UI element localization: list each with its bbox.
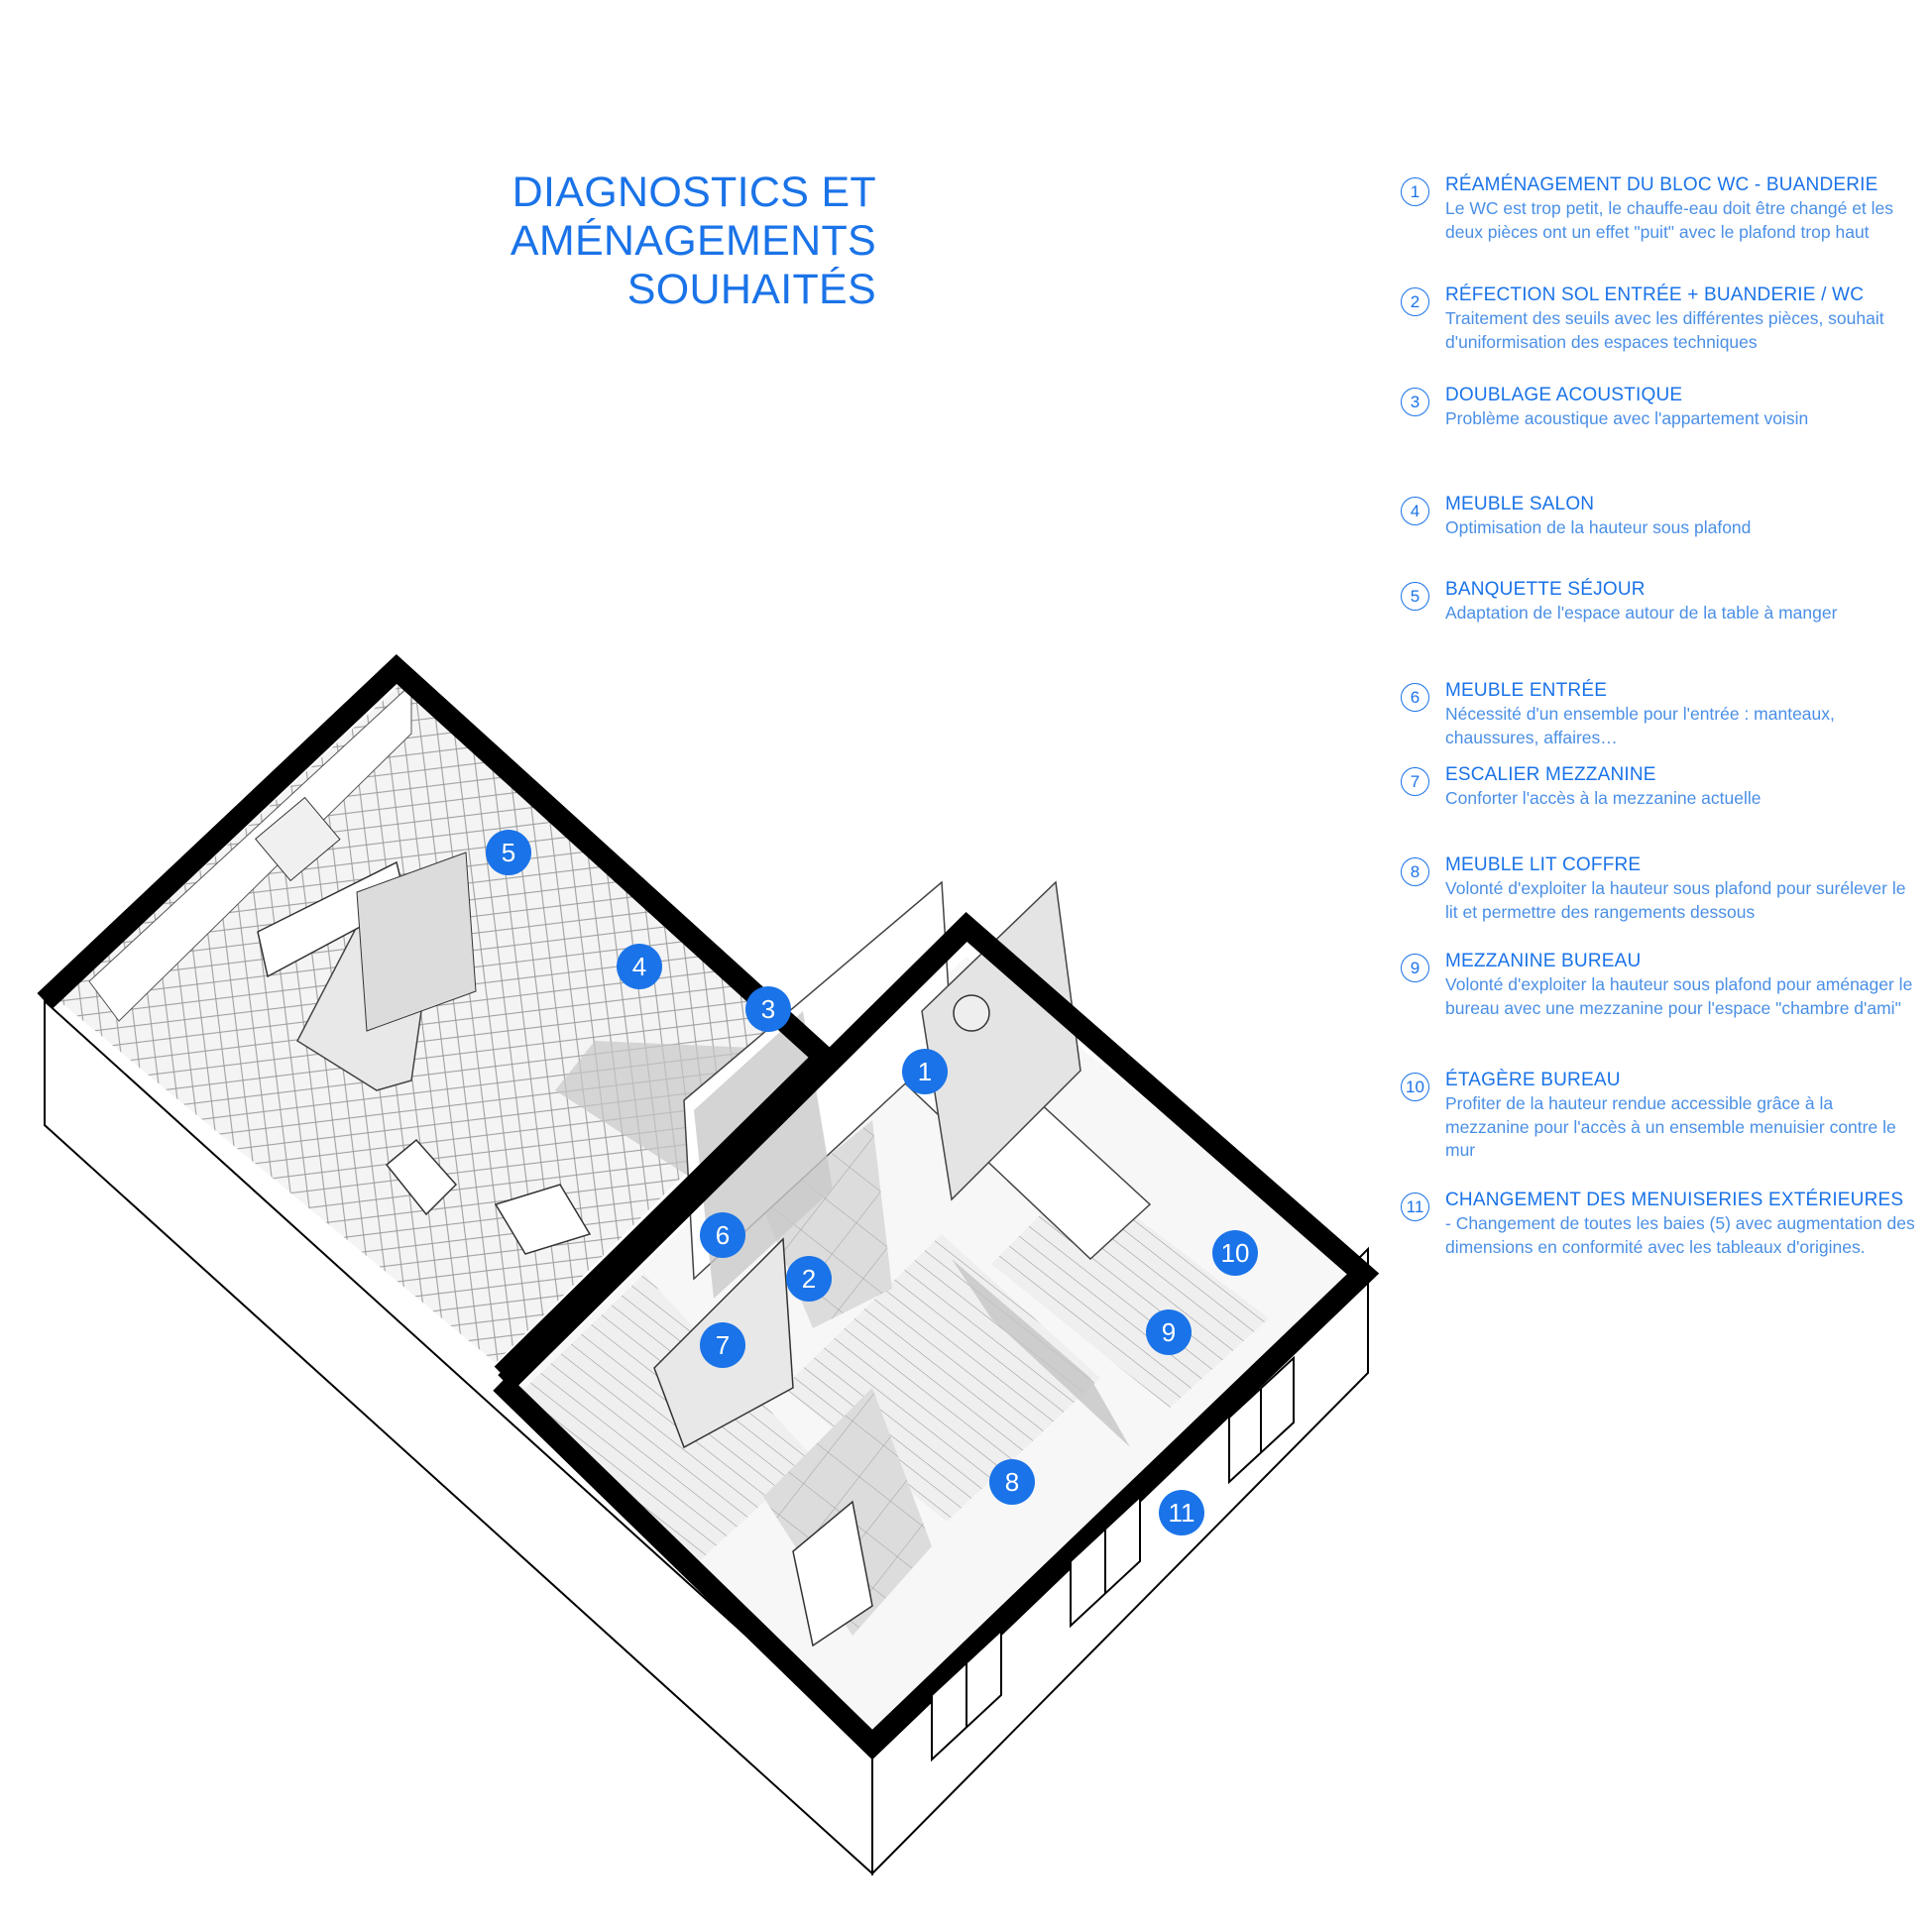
marker-6: 6 [700,1212,745,1258]
legend-title: BANQUETTE SÉJOUR [1445,579,1646,600]
page-title: DIAGNOSTICS ET AMÉNAGEMENTS SOUHAITÉS [381,169,876,314]
legend-title: MEZZANINE BUREAU [1445,951,1642,971]
legend-description: Profiter de la hauteur rendue accessible… [1445,1093,1896,1160]
legend-description: Conforter l'accès à la mezzanine actuell… [1445,788,1762,808]
legend-number-badge: 3 [1401,388,1429,416]
legend-number-badge: 10 [1401,1073,1429,1101]
legend-title: ESCALIER MEZZANINE [1445,764,1656,785]
legend-number-badge: 5 [1401,582,1429,611]
legend-title: MEUBLE SALON [1445,494,1595,514]
legend-description: Volonté d'exploiter la hauteur sous plaf… [1445,974,1913,1018]
marker-2: 2 [786,1256,832,1302]
svg-text:6: 6 [716,1220,730,1250]
svg-text:8: 8 [1005,1467,1019,1497]
legend-title: DOUBLAGE ACOUSTIQUE [1445,385,1683,405]
legend-description: Nécessité d'un ensemble pour l'entrée : … [1445,704,1835,747]
svg-text:1: 1 [918,1057,932,1086]
svg-text:9: 9 [1162,1317,1176,1347]
marker-5: 5 [486,830,531,875]
legend-number-badge: 7 [1401,767,1429,796]
legend-title: RÉAMÉNAGEMENT DU BLOC WC - BUANDERIE [1445,174,1878,195]
svg-text:7: 7 [716,1330,730,1360]
title-line-3: SOUHAITÉS [626,266,876,313]
svg-text:2: 2 [802,1264,816,1294]
legend-title: ÉTAGÈRE BUREAU [1445,1070,1621,1090]
legend-number-badge: 8 [1401,857,1429,886]
legend-title: CHANGEMENT DES MENUISERIES EXTÉRIEURES [1445,1190,1904,1210]
plan-markers: 1 2 3 4 5 6 7 8 9 10 11 [486,830,1258,1535]
legend-number-badge: 1 [1401,177,1429,206]
marker-4: 4 [617,944,662,989]
legend-description: Traitement des seuils avec les différent… [1445,308,1884,352]
legend-number-badge: 6 [1401,683,1429,712]
legend-description: Volonté d'exploiter la hauteur sous plaf… [1445,878,1906,922]
legend-title: RÉFECTION SOL ENTRÉE + BUANDERIE / WC [1445,284,1865,305]
title-line-2: AMÉNAGEMENTS [510,217,876,265]
marker-9: 9 [1146,1309,1192,1355]
legend-number-badge: 2 [1401,287,1429,316]
svg-text:4: 4 [632,952,646,981]
marker-1: 1 [902,1049,948,1094]
exterior-windows [931,1355,1295,1762]
marker-10: 10 [1212,1230,1258,1276]
legend-description: Problème acoustique avec l'appartement v… [1445,408,1809,428]
legend-description: - Changement de toutes les baies (5) ave… [1445,1213,1915,1257]
living-room [59,674,823,1363]
svg-text:3: 3 [761,994,775,1024]
marker-8: 8 [989,1459,1035,1505]
title-line-1: DIAGNOSTICS ET [511,169,876,216]
legend-description: Adaptation de l'espace autour de la tabl… [1445,603,1838,623]
legend-description: Le WC est trop petit, le chauffe-eau doi… [1445,198,1894,242]
svg-text:10: 10 [1221,1238,1250,1268]
legend-number-badge: 9 [1401,954,1429,982]
legend-title: MEUBLE ENTRÉE [1445,680,1608,701]
legend-description: Optimisation de la hauteur sous plafond [1445,517,1752,537]
marker-7: 7 [700,1322,745,1368]
walls [37,654,1380,1761]
svg-text:11: 11 [1169,1498,1195,1528]
marker-11: 11 [1159,1490,1204,1535]
legend-number-badge: 11 [1401,1193,1429,1221]
marker-3: 3 [745,986,791,1032]
legend-number-badge: 4 [1401,497,1429,525]
svg-text:5: 5 [502,838,515,867]
legend-title: MEUBLE LIT COFFRE [1445,854,1642,875]
